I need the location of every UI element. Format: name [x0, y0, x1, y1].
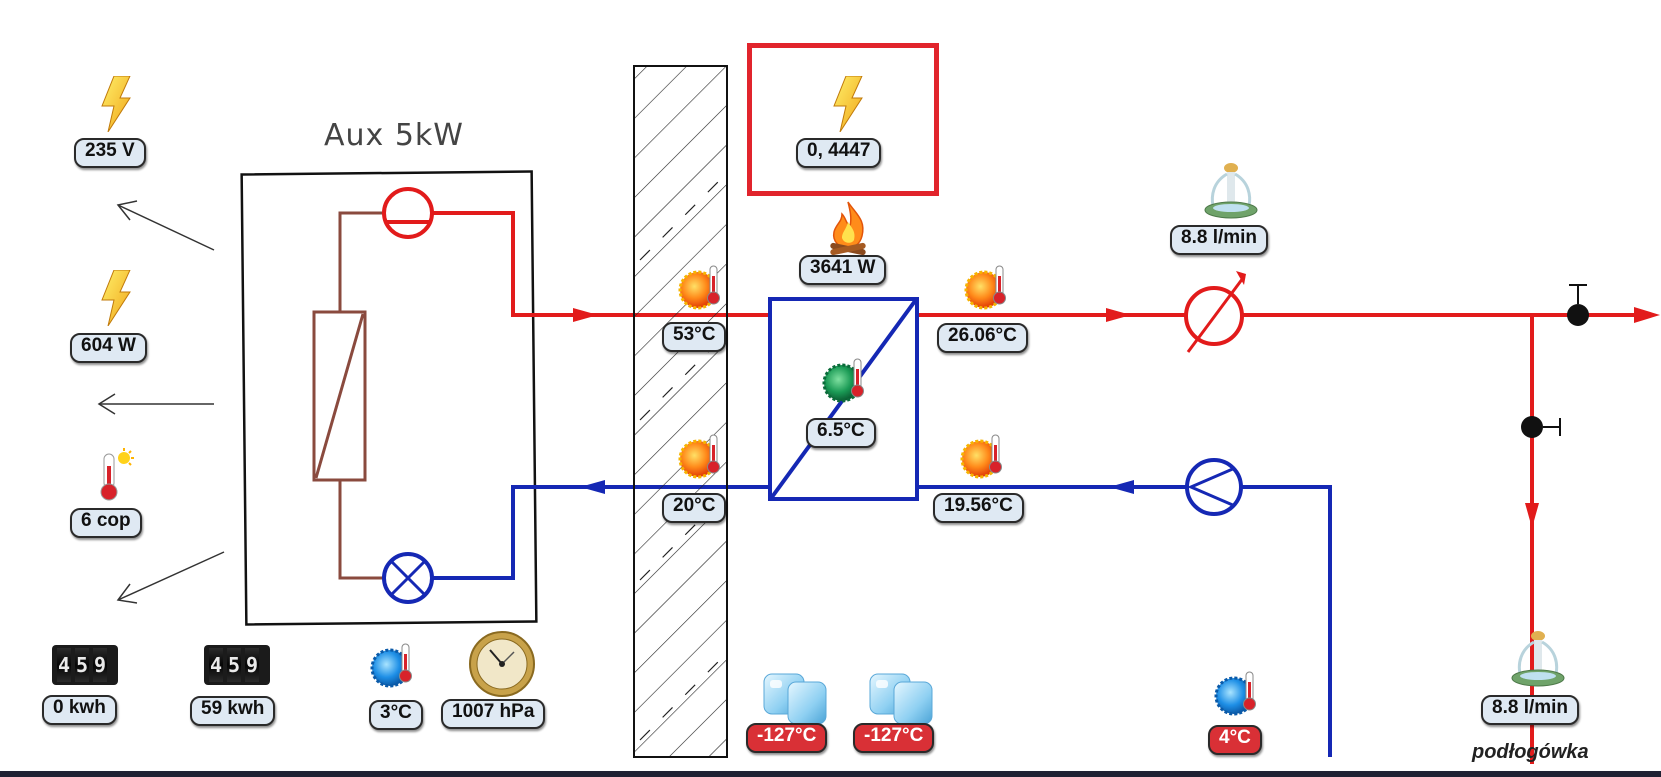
highlighted-value-badge: 0, 4447 [796, 138, 882, 168]
outdoor-temp-badge: 3°C [369, 700, 423, 730]
lightning-icon [101, 76, 131, 132]
thermometer-icon [1214, 671, 1256, 716]
barometer-icon [469, 631, 535, 697]
energy-badge-1: 0 kwh [42, 695, 117, 725]
thermometer-icon [960, 434, 1002, 479]
counter-digit: 5 [227, 648, 241, 682]
ground-temp-badge: 4°C [1208, 725, 1262, 755]
thermometer-icon [678, 434, 720, 479]
aux-unit-box [240, 170, 538, 626]
secondary-return-temp-badge: 19.56°C [933, 493, 1024, 523]
thermometer-icon [370, 643, 412, 688]
wall [633, 65, 728, 758]
thermometer-icon [678, 265, 720, 310]
fountain-icon [1204, 163, 1258, 219]
thermometer-icon [822, 358, 864, 403]
ice-cube-icon [869, 673, 933, 725]
voltage-badge: 235 V [74, 138, 146, 168]
counter-digit: 4 [57, 648, 71, 682]
bottom-bar [0, 771, 1661, 777]
supply-temp-badge: 53°C [662, 322, 727, 352]
highlight-frame [747, 43, 939, 196]
fire-icon [830, 201, 866, 256]
lightning-icon [101, 270, 131, 326]
circulation-pump-symbol [1185, 458, 1243, 516]
counter-digit: 4 [209, 648, 223, 682]
valves [1521, 284, 1589, 438]
flow-arrows-hot [573, 307, 1660, 528]
aux-unit-label: Aux 5kW [324, 118, 464, 153]
fountain-icon [1511, 631, 1565, 687]
flow-meter-symbol [1184, 271, 1246, 353]
thermometer-icon [964, 265, 1006, 310]
secondary-supply-temp-badge: 26.06°C [937, 323, 1028, 353]
power-badge: 604 W [70, 333, 147, 363]
pressure-badge: 1007 hPa [441, 699, 546, 729]
counter-digit: 9 [245, 648, 259, 682]
flow-arrows-cold [580, 480, 1134, 494]
counter-digit: 9 [93, 648, 107, 682]
energy-badge-2: 59 kwh [190, 696, 276, 726]
lightning-icon [833, 76, 863, 132]
compressor-symbol [382, 187, 434, 239]
heat-power-badge: 3641 W [799, 255, 887, 285]
underfloor-heating-label: podłogówka [1472, 741, 1589, 763]
internal-circuit [312, 211, 383, 580]
thermometer-icon [100, 448, 134, 501]
exchanger-temp-badge: 6.5°C [806, 418, 876, 448]
return-temp-badge: 20°C [662, 493, 727, 523]
flow-badge-1: 8.8 l/min [1170, 225, 1269, 255]
counter-digit: 5 [75, 648, 89, 682]
output-arrows [97, 200, 225, 604]
ice-temp-badge-2: -127°C [853, 723, 935, 753]
cop-badge: 6 cop [70, 508, 142, 538]
ice-temp-badge-1: -127°C [746, 723, 828, 753]
flow-badge-2: 8.8 l/min [1481, 695, 1580, 725]
ice-cube-icon [763, 673, 827, 725]
expansion-valve-symbol [382, 552, 434, 604]
